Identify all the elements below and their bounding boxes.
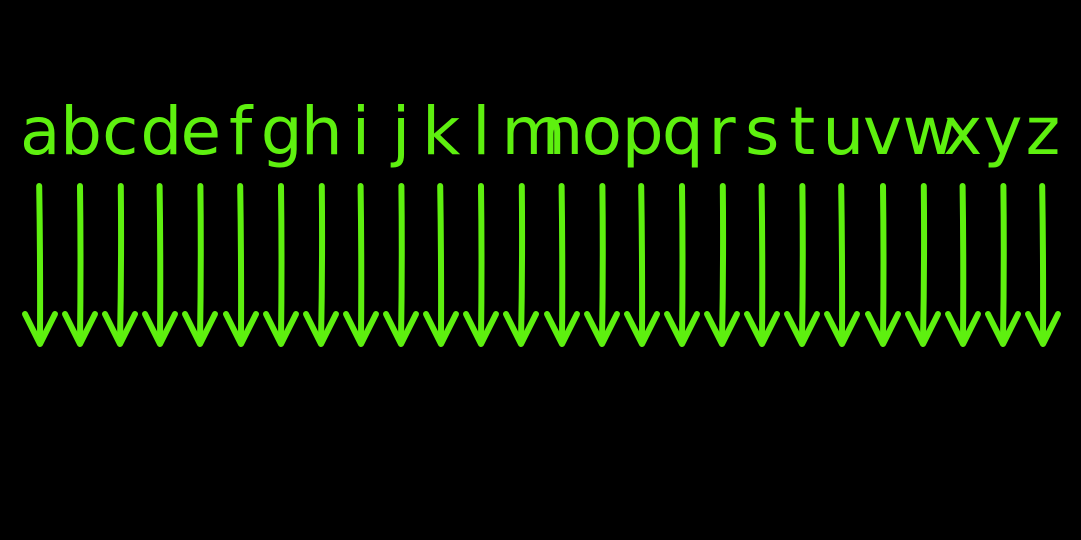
- down-arrow-icon: [461, 182, 501, 352]
- down-arrow-icon: [983, 182, 1023, 352]
- letter-w: w: [902, 93, 957, 170]
- letter-c: c: [102, 93, 139, 170]
- letter-r: r: [708, 93, 736, 170]
- letter-v: v: [862, 93, 903, 170]
- down-arrow-icon: [421, 182, 461, 352]
- down-arrow-icon: [822, 182, 862, 352]
- letter-k: k: [422, 93, 461, 170]
- letter-s: s: [744, 93, 780, 170]
- letter-z: z: [1025, 93, 1061, 170]
- letter-o: o: [581, 93, 623, 170]
- down-arrow-icon: [301, 182, 341, 352]
- letter-m: m: [501, 93, 566, 170]
- letter-p: p: [621, 93, 664, 170]
- letter-d: d: [140, 93, 183, 170]
- down-arrow-icon: [782, 182, 822, 352]
- letter-j: j: [391, 93, 411, 170]
- down-arrow-icon: [702, 182, 742, 352]
- letter-a: a: [20, 93, 61, 170]
- down-arrow-icon: [140, 182, 180, 352]
- letter-x: x: [943, 93, 983, 170]
- letter-g: g: [260, 93, 303, 170]
- letter-t: t: [789, 93, 816, 170]
- letter-h: h: [300, 93, 343, 170]
- letter-q: q: [661, 93, 704, 170]
- down-arrow-icon: [501, 182, 541, 352]
- down-arrow-icon: [742, 182, 782, 352]
- down-arrow-icon: [180, 182, 220, 352]
- down-arrow-icon: [100, 182, 140, 352]
- letter-b: b: [60, 93, 103, 170]
- down-arrow-icon: [381, 182, 421, 352]
- down-arrow-icon: [60, 182, 100, 352]
- letter-n: n: [541, 93, 584, 170]
- letter-e: e: [180, 93, 222, 170]
- down-arrow-icon: [261, 182, 301, 352]
- letter-l: l: [472, 93, 491, 170]
- down-arrow-icon: [20, 182, 60, 352]
- down-arrow-icon: [582, 182, 622, 352]
- down-arrow-icon: [863, 182, 903, 352]
- down-arrow-icon: [903, 182, 943, 352]
- letter-f: f: [228, 93, 253, 170]
- down-arrow-icon: [341, 182, 381, 352]
- letter-i: i: [351, 93, 371, 170]
- down-arrow-icon: [1023, 182, 1063, 352]
- down-arrow-icon: [221, 182, 261, 352]
- letter-y: y: [983, 93, 1023, 170]
- down-arrow-icon: [943, 182, 983, 352]
- down-arrow-icon: [542, 182, 582, 352]
- letter-u: u: [822, 93, 865, 170]
- down-arrow-icon: [622, 182, 662, 352]
- down-arrow-icon: [662, 182, 702, 352]
